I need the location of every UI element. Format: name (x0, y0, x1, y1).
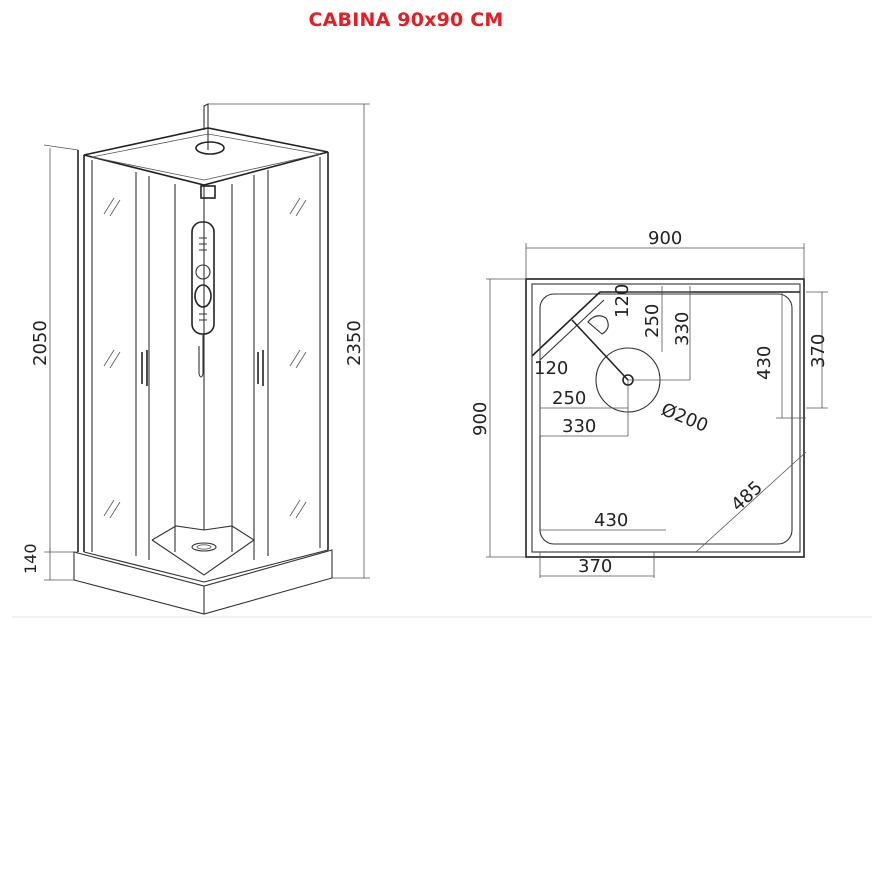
dim-plan-330-left: 330 (562, 416, 596, 437)
dim-plan-370-right: 370 (808, 334, 829, 368)
dim-plan-depth: 900 (470, 402, 491, 436)
dim-plan-250-left: 250 (552, 388, 586, 409)
dim-height-140: 140 (21, 543, 40, 574)
dim-plan-430-bottom: 430 (594, 510, 628, 531)
dim-plan-120-top: 120 (612, 284, 633, 318)
cabin-plan (486, 243, 828, 578)
dim-plan-250-top: 250 (642, 304, 663, 338)
dim-height-2050: 2050 (30, 320, 51, 366)
dim-plan-370-bottom: 370 (578, 556, 612, 577)
dim-plan-330-top: 330 (672, 312, 693, 346)
dim-plan-120-left: 120 (534, 358, 568, 379)
dim-plan-485: 485 (727, 477, 767, 516)
dim-plan-width: 900 (648, 228, 682, 249)
page-title: CABINA 90x90 CM (308, 9, 504, 31)
dim-plan-430-right: 430 (754, 346, 775, 380)
cabin-elevation (43, 103, 370, 615)
dim-plan-diameter: Ø200 (658, 399, 711, 437)
dim-height-2350: 2350 (344, 320, 365, 366)
